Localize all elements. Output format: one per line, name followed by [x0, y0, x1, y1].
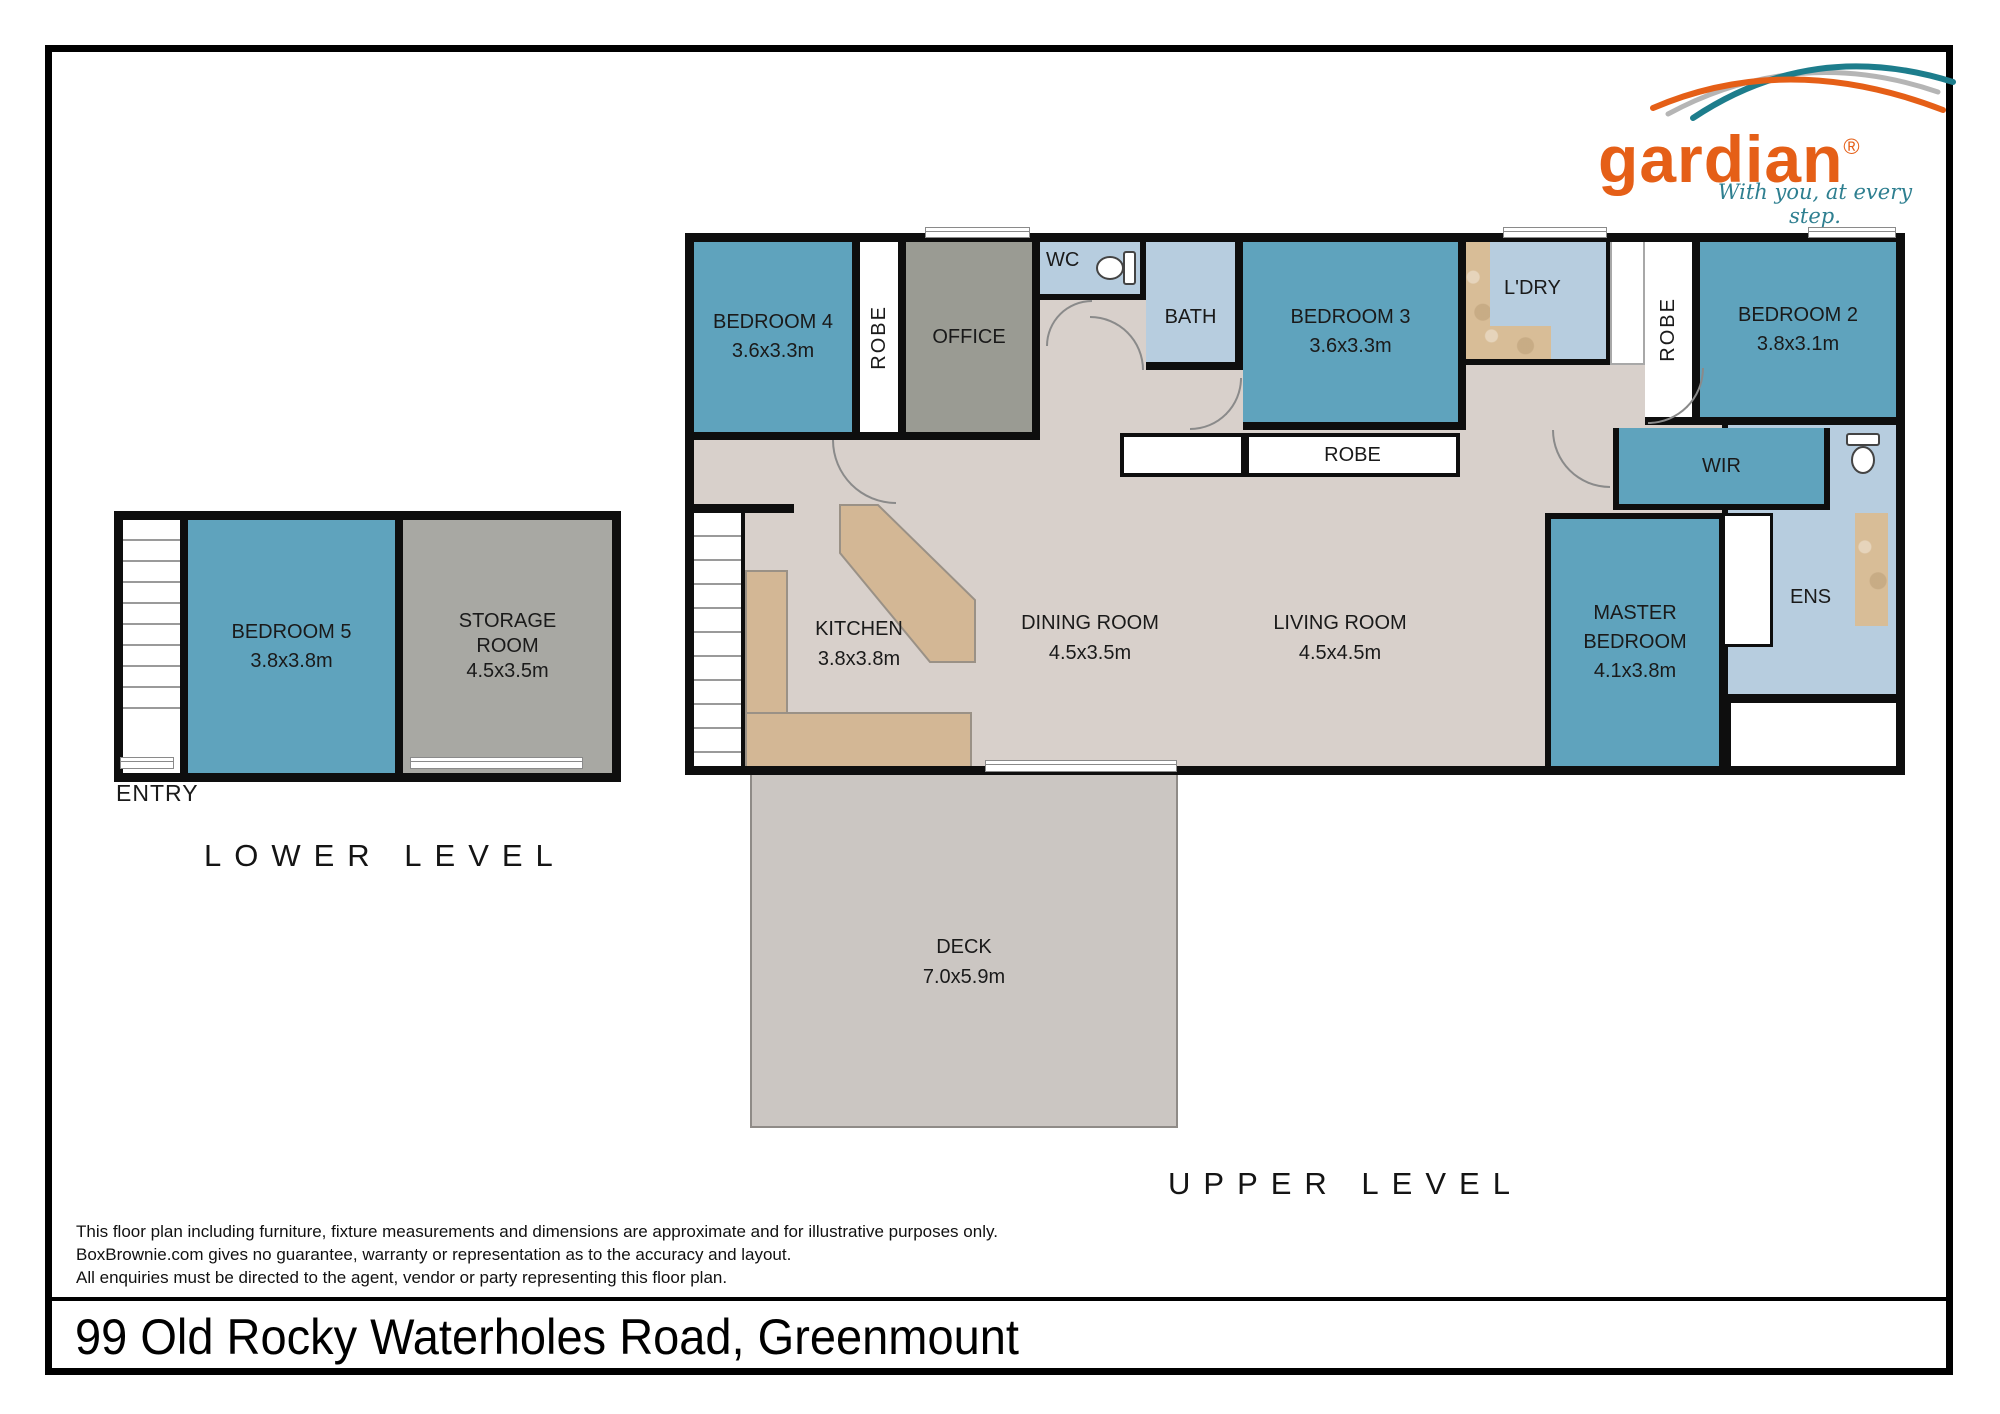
logo-swoosh-icon — [1650, 63, 1956, 121]
disclaimer-line-2: BoxBrownie.com gives no guarantee, warra… — [76, 1245, 792, 1264]
robe-bedroom2: ROBE — [1645, 242, 1700, 425]
wc-label: WC — [1046, 249, 1080, 271]
address-divider — [52, 1297, 1948, 1301]
room-office: OFFICE — [906, 242, 1040, 440]
upper-stairs — [694, 513, 745, 766]
kitchen-label: KITCHEN 3.8x3.8m — [784, 614, 934, 674]
wc-door-arc — [1046, 300, 1092, 346]
robe-hall-label: ROBE — [1324, 444, 1381, 466]
wir-label: WIR — [1702, 454, 1741, 477]
ensuite-toilet-icon — [1846, 433, 1880, 474]
robe-bedroom4: ROBE — [860, 242, 906, 440]
logo-registered-mark: ® — [1843, 134, 1861, 159]
bedroom2-name: BEDROOM 2 — [1737, 303, 1859, 326]
gardian-logo: gardian® With you, at every step. — [1598, 52, 1956, 228]
kitchen-bench-bottom — [745, 712, 972, 766]
deck-name: DECK — [936, 936, 992, 958]
bath-label: BATH — [1164, 305, 1217, 328]
living-dims: 4.5x4.5m — [1298, 642, 1382, 664]
window-top-bedroom2 — [1808, 227, 1896, 238]
kitchen-island-bench — [839, 504, 976, 663]
bedroom4-name: BEDROOM 4 — [712, 311, 834, 333]
room-bedroom-4: BEDROOM 4 3.6x3.3m — [694, 242, 860, 440]
page-border-frame — [45, 45, 1953, 1375]
bedroom3-name: BEDROOM 3 — [1290, 306, 1411, 328]
room-bedroom-2: BEDROOM 2 3.8x3.1m — [1700, 242, 1896, 425]
ensuite-label: ENS — [1790, 586, 1832, 608]
entry-door-sill — [120, 757, 174, 769]
disclaimer-line-3: All enquiries must be directed to the ag… — [76, 1268, 728, 1287]
property-address: 99 Old Rocky Waterholes Road, Greenmount — [75, 1309, 1019, 1365]
bedroom4-door-arc — [832, 440, 896, 504]
bedroom5-dims: 3.8x3.8m — [250, 649, 333, 672]
living-label: LIVING ROOM 4.5x4.5m — [1250, 608, 1430, 668]
storage-dims: 4.5x3.5m — [466, 660, 549, 682]
lower-level-title: LOWER LEVEL — [204, 838, 566, 873]
disclaimer: This floor plan including furniture, fix… — [76, 1220, 998, 1289]
office-label: OFFICE — [932, 325, 1006, 348]
dining-name: DINING ROOM — [1021, 612, 1159, 634]
bedroom5-name: BEDROOM 5 — [231, 620, 352, 643]
hall-closet — [1120, 433, 1245, 477]
master-dims: 4.1x3.8m — [1593, 660, 1677, 682]
stair-wall — [694, 504, 794, 513]
room-bedroom-5: BEDROOM 5 3.8x3.8m — [180, 520, 403, 773]
upper-level-title: UPPER LEVEL — [1168, 1166, 1523, 1201]
laundry-door-gap — [1610, 242, 1645, 365]
kitchen-name: KITCHEN — [815, 618, 903, 640]
room-storage: STORAGE ROOM 4.5x3.5m — [403, 520, 612, 773]
bedroom3-dims: 3.6x3.3m — [1309, 335, 1392, 357]
master-line2: BEDROOM — [1583, 631, 1687, 653]
entry-label: ENTRY — [116, 780, 199, 806]
room-laundry: L'DRY — [1466, 242, 1610, 365]
laundry-label: L'DRY — [1504, 277, 1561, 299]
storage-line1: STORAGE — [458, 610, 557, 632]
lower-level-plan: BEDROOM 5 3.8x3.8m STORAGE ROOM 4.5x3.5m — [114, 511, 621, 782]
ensuite-shower-tile — [1855, 513, 1888, 626]
lower-stairs — [123, 520, 180, 716]
robe-hall: ROBE — [1245, 433, 1460, 477]
deck-area: DECK 7.0x5.9m — [750, 772, 1178, 1128]
bedroom2-dims: 3.8x3.1m — [1756, 332, 1840, 355]
room-bath: BATH — [1146, 242, 1243, 370]
storage-line2: ROOM — [476, 635, 539, 657]
wc-toilet-icon — [1096, 251, 1136, 285]
robe-bedroom2-label: ROBE — [1657, 297, 1679, 362]
bath-door-arc — [1090, 316, 1144, 370]
bedroom4-dims: 3.6x3.3m — [731, 340, 815, 362]
dining-label: DINING ROOM 4.5x3.5m — [1000, 608, 1180, 668]
room-master-bedroom: MASTER BEDROOM 4.1x3.8m — [1545, 513, 1725, 766]
window-top-office — [925, 227, 1030, 238]
bedroom3-door-arc — [1190, 378, 1242, 430]
logo-brand-text: gardian — [1598, 122, 1844, 196]
deck-label: DECK 7.0x5.9m — [752, 932, 1176, 992]
storage-sliding-door — [410, 757, 583, 769]
disclaimer-line-1: This floor plan including furniture, fix… — [76, 1222, 998, 1241]
master-door-arc — [1552, 430, 1610, 488]
living-name: LIVING ROOM — [1273, 612, 1407, 634]
deck-sliding-door — [985, 760, 1177, 772]
upper-level-plan: BEDROOM 4 3.6x3.3m ROBE OFFICE WC BATH B… — [685, 233, 1905, 775]
laundry-tile-block — [1466, 326, 1551, 359]
window-top-laundry — [1503, 227, 1607, 238]
logo-tagline: With you, at every step. — [1717, 180, 1913, 228]
room-wir: WIR — [1613, 428, 1830, 510]
void-notch — [1725, 697, 1896, 766]
master-line1: MASTER — [1593, 602, 1677, 624]
robe-bedroom4-label: ROBE — [867, 304, 890, 370]
ensuite-closet — [1725, 513, 1773, 647]
dining-dims: 4.5x3.5m — [1048, 642, 1132, 664]
kitchen-dims: 3.8x3.8m — [817, 648, 901, 670]
room-bedroom-3: BEDROOM 3 3.6x3.3m — [1243, 242, 1466, 430]
deck-dims: 7.0x5.9m — [922, 966, 1006, 988]
logo-wordmark: gardian® — [1598, 114, 1928, 192]
